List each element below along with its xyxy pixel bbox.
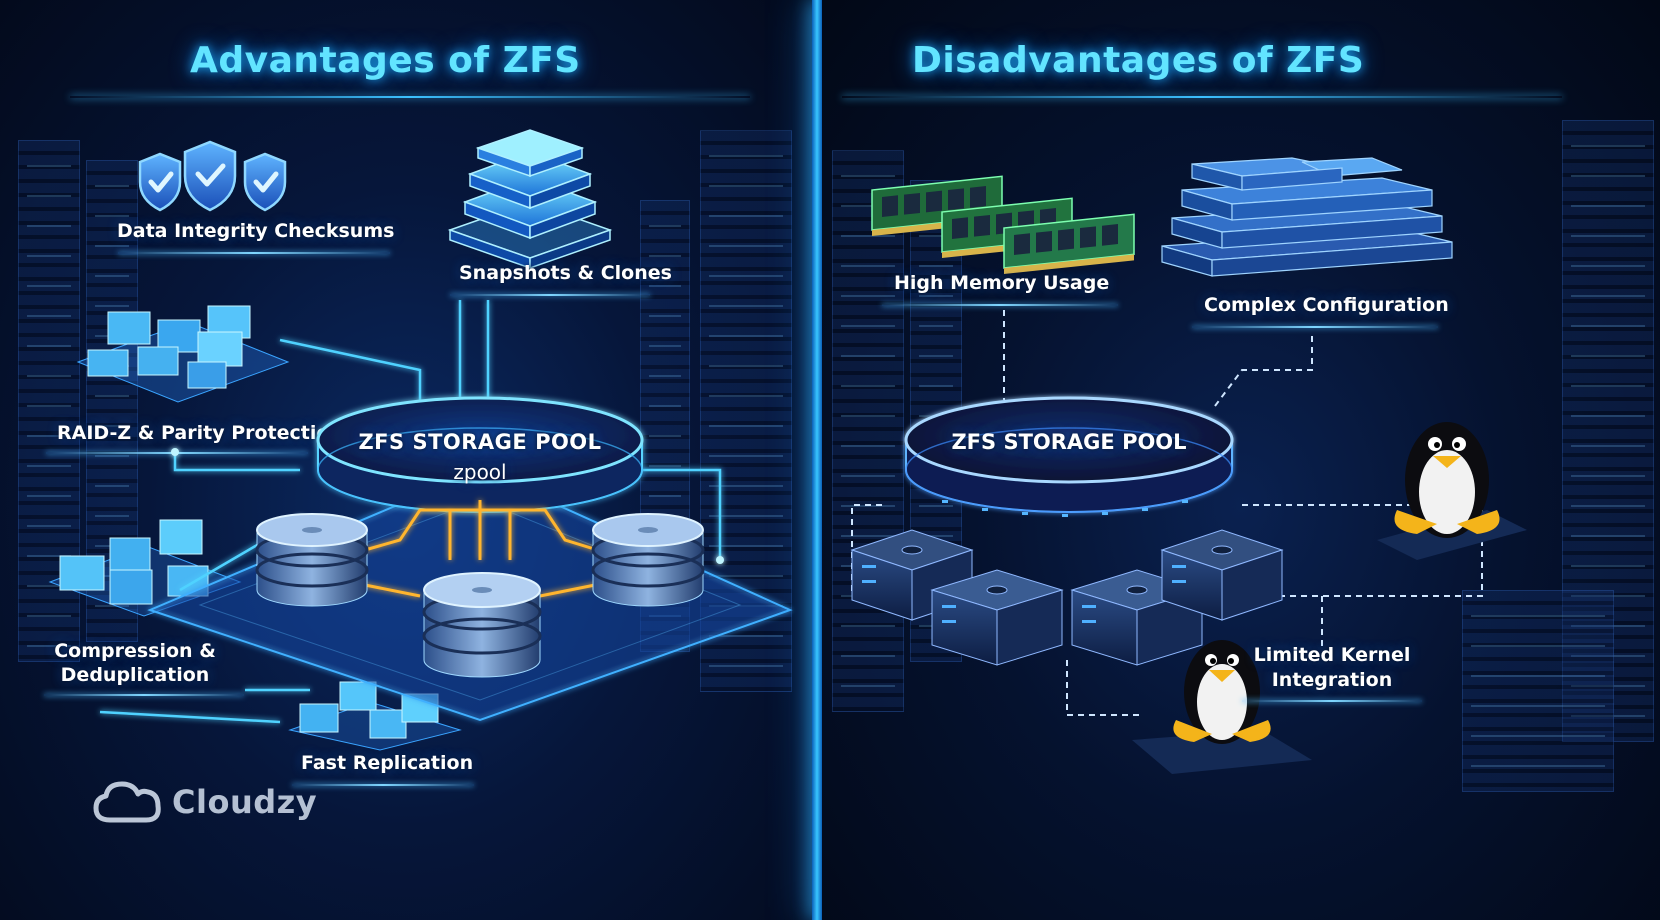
label-underline xyxy=(44,694,244,696)
disadvantages-panel: Disadvantages of ZFS xyxy=(822,0,1660,920)
feature-label-checksums: Data Integrity Checksums xyxy=(117,220,395,242)
feature-label-memory: High Memory Usage xyxy=(894,272,1110,294)
advantages-title: Advantages of ZFS xyxy=(190,40,581,81)
storage-stack-icon xyxy=(447,129,613,270)
label-underline xyxy=(1242,700,1422,702)
server-rack xyxy=(18,140,80,662)
feature-label-replication: Fast Replication xyxy=(301,752,474,774)
feature-label-compression-line2: Deduplication xyxy=(60,664,210,686)
shield-check-icon xyxy=(138,140,287,212)
disadvantages-title: Disadvantages of ZFS xyxy=(912,40,1365,81)
pool-subtitle: zpool xyxy=(453,460,507,484)
penguin-icon xyxy=(1132,640,1312,774)
server-rack xyxy=(1462,590,1614,792)
feature-label-compression-line1: Compression & xyxy=(54,640,216,662)
server-rack xyxy=(832,150,904,712)
server-rack xyxy=(1562,120,1654,742)
label-underline xyxy=(882,304,1118,306)
brand-name: Cloudzy xyxy=(172,783,318,821)
label-underline xyxy=(1192,326,1438,328)
feature-label-config: Complex Configuration xyxy=(1204,294,1449,316)
advantages-panel: Advantages of ZFS Data Integrity Checksu… xyxy=(0,0,812,920)
disk-icon xyxy=(255,513,705,678)
pool-diagram xyxy=(99,300,793,724)
label-underline xyxy=(118,252,390,254)
server-stack-icon xyxy=(1161,157,1453,277)
feature-label-kernel-line1: Limited Kernel xyxy=(1253,644,1411,666)
label-underline xyxy=(292,784,474,786)
cube-icon xyxy=(288,681,462,751)
penguin-icon xyxy=(1377,422,1527,560)
pool-title: ZFS STORAGE POOL xyxy=(951,430,1187,454)
cube-icon xyxy=(76,305,290,403)
pool-diagram xyxy=(850,310,1527,774)
feature-label-kernel-line2: Integration xyxy=(1271,669,1393,691)
label-underline xyxy=(450,294,650,296)
feature-label-snapshots: Snapshots & Clones xyxy=(459,262,672,284)
title-rule xyxy=(70,96,750,98)
ram-module-icon xyxy=(871,175,1135,274)
brand-logo: Cloudzy xyxy=(92,778,317,826)
panel-divider xyxy=(812,0,822,920)
title-rule xyxy=(842,96,1562,98)
cloud-icon xyxy=(93,781,161,823)
feature-label-raidz: RAID-Z & Parity Protection xyxy=(57,422,343,444)
pool-title: ZFS STORAGE POOL xyxy=(358,430,602,454)
